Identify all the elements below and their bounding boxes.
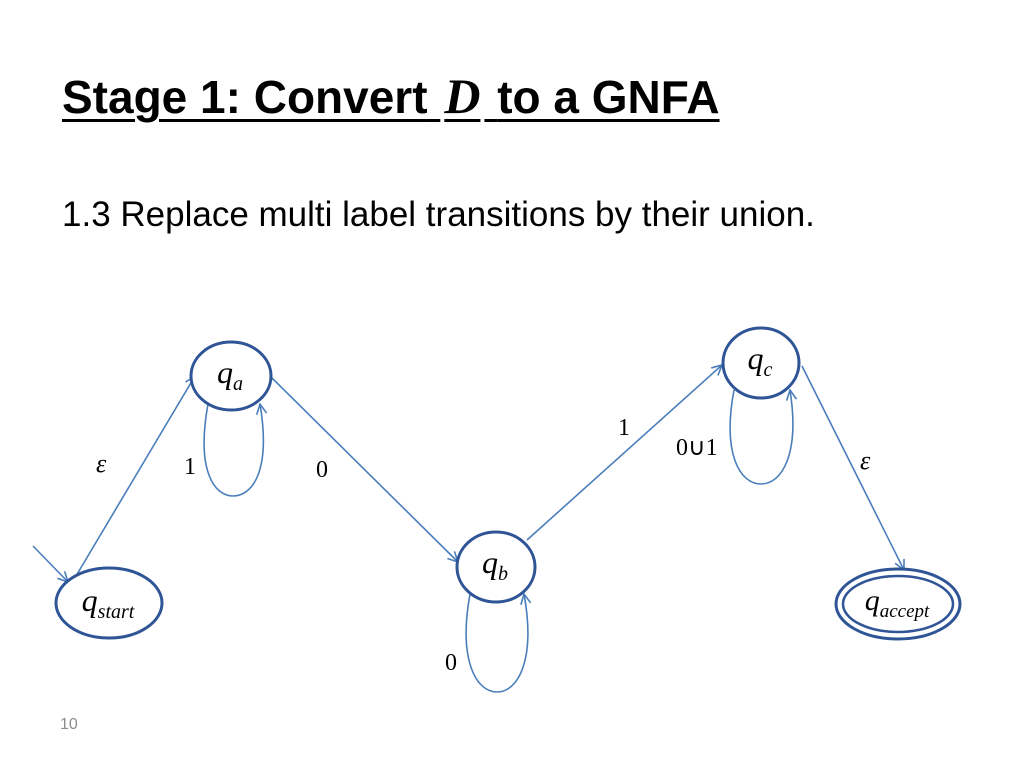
- svg-text:qb: qb: [482, 544, 508, 585]
- transition-b-to-c: [526, 365, 722, 541]
- start-arrow: [32, 545, 68, 582]
- label-loop-b: 0: [445, 650, 457, 676]
- title-prefix: Stage 1: Convert: [62, 71, 428, 123]
- svg-text:qaccept: qaccept: [865, 584, 930, 622]
- state-q-c: qc: [721, 326, 801, 400]
- self-loop-a: [203, 404, 263, 497]
- state-symbol: q: [482, 544, 498, 580]
- svg-text:qa: qa: [217, 354, 243, 395]
- label-loop-a: 1: [184, 454, 196, 480]
- title-variable: D: [444, 68, 481, 124]
- state-symbol: q: [865, 584, 880, 617]
- state-q-accept: qaccept: [834, 567, 962, 641]
- state-q-a: qa: [189, 340, 273, 412]
- state-symbol: q: [82, 582, 98, 618]
- state-subscript: accept: [880, 601, 930, 622]
- state-q-b: qb: [455, 530, 537, 604]
- transition-c-to-accept: [801, 365, 904, 570]
- transition-start-to-a: [75, 376, 195, 577]
- body-text: 1.3 Replace multi label transitions by t…: [62, 195, 815, 234]
- label-loop-c: 0∪1: [676, 435, 718, 461]
- slide-title: Stage 1: Convert D to a GNFA: [62, 66, 720, 127]
- svg-text:qc: qc: [748, 340, 773, 381]
- state-symbol: q: [748, 340, 764, 376]
- svg-text:qstart: qstart: [82, 582, 135, 623]
- gnfa-diagram: qstart qa qb qc qaccept ε 1 0 0 1 0∪1 ε: [32, 326, 962, 693]
- state-q-start: qstart: [54, 566, 164, 640]
- transition-a-to-b: [271, 377, 458, 562]
- state-subscript: start: [98, 601, 135, 623]
- label-c-to-accept: ε: [860, 446, 871, 475]
- state-subscript: a: [233, 373, 243, 395]
- self-loop-b: [465, 594, 528, 693]
- label-start-to-a: ε: [96, 449, 107, 478]
- title-suffix: to a GNFA: [497, 71, 720, 123]
- state-subscript: c: [764, 359, 773, 381]
- page-number: 10: [60, 716, 78, 733]
- label-a-to-b: 0: [316, 457, 328, 483]
- state-symbol: q: [217, 354, 233, 390]
- self-loop-c: [729, 390, 793, 485]
- state-subscript: b: [498, 563, 508, 585]
- label-b-to-c: 1: [618, 415, 630, 441]
